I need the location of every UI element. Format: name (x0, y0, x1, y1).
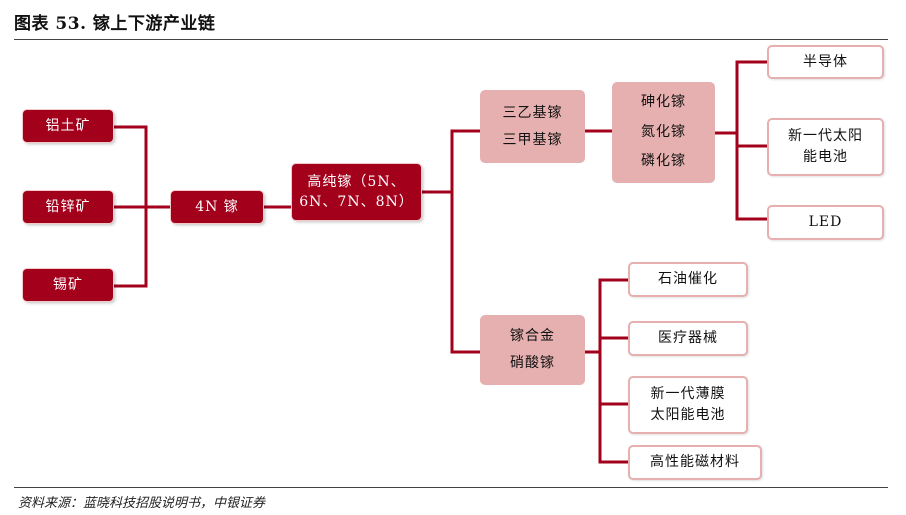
node-medical-label: 医疗器械 (658, 330, 718, 346)
node-catalysis-label: 石油催化 (658, 271, 718, 287)
node-semiconductor-label: 半导体 (803, 53, 848, 70)
node-tin-ore: 锡矿 (23, 269, 113, 301)
node-4n-gallium-label: 4N 镓 (195, 198, 239, 215)
node-semiconductor: 半导体 (767, 45, 884, 79)
node-lead-zinc-label: 铅锌矿 (45, 198, 91, 215)
bottom-rule (14, 487, 888, 488)
node-high-purity-line2: 6N、7N、8N） (299, 194, 414, 210)
node-petroleum-catalysis: 石油催化 (628, 262, 748, 297)
node-bauxite-label: 铝土矿 (45, 117, 91, 134)
node-high-purity-gallium: 高纯镓（5N、 6N、7N、8N） (292, 164, 421, 220)
node-tin-label: 锡矿 (53, 276, 83, 293)
node-new-gen-solar-cell: 新一代太阳 能电池 (767, 118, 884, 176)
node-magnetic-materials: 高性能磁材料 (628, 445, 762, 480)
source-note: 资料来源：蓝晓科技招股说明书，中银证券 (18, 496, 266, 511)
node-compounds-line3: 磷化镓 (641, 153, 686, 170)
node-4n-gallium: 4N 镓 (171, 191, 263, 223)
node-bauxite: 铝土矿 (23, 110, 113, 142)
node-gallium-alloy-nitrate: 镓合金 硝酸镓 (480, 315, 585, 385)
node-led-label: LED (808, 214, 843, 230)
top-rule (14, 39, 888, 40)
figure-title: 图表 53. 镓上下游产业链 (14, 14, 216, 34)
node-solar-line2: 能电池 (803, 149, 848, 165)
node-thinfilm-line2: 太阳能电池 (650, 407, 726, 423)
node-led: LED (767, 205, 884, 240)
node-lead-zinc-ore: 铅锌矿 (23, 191, 113, 223)
node-solar-line1: 新一代太阳 (788, 128, 863, 144)
node-organo-line1: 三乙基镓 (502, 104, 563, 121)
node-organogallium: 三乙基镓 三甲基镓 (480, 90, 585, 163)
node-high-purity-line1: 高纯镓（5N、 (307, 173, 406, 190)
node-medical-devices: 医疗器械 (628, 321, 748, 356)
node-compounds-line2: 氮化镓 (641, 123, 686, 140)
node-magnetic-label: 高性能磁材料 (650, 454, 740, 470)
node-alloy-line2: 硝酸镓 (510, 355, 555, 371)
node-thin-film-solar-cell: 新一代薄膜 太阳能电池 (628, 376, 748, 434)
node-thinfilm-line1: 新一代薄膜 (650, 386, 726, 402)
node-compounds-line1: 砷化镓 (641, 94, 686, 111)
node-alloy-line1: 镓合金 (510, 328, 555, 345)
node-organo-line2: 三甲基镓 (502, 131, 563, 148)
node-gallium-compounds: 砷化镓 氮化镓 磷化镓 (612, 82, 715, 183)
